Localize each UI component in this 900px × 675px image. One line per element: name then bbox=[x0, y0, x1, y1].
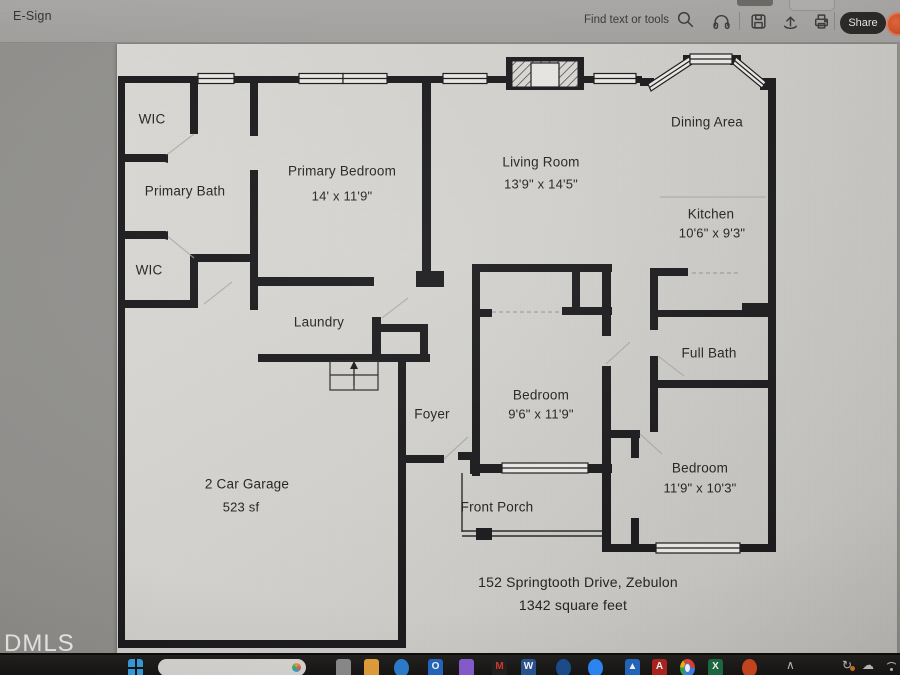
dmls-watermark: DMLS bbox=[4, 630, 75, 657]
room-label-wic-1: WIC bbox=[138, 111, 166, 127]
room-label-laundry: Laundry bbox=[293, 314, 345, 330]
print-icon[interactable] bbox=[812, 12, 831, 31]
task-view-icon[interactable] bbox=[336, 659, 351, 675]
outlook-icon[interactable]: O bbox=[428, 659, 443, 675]
search-bar-icon[interactable] bbox=[158, 659, 306, 675]
room-label-living-room: Living Room bbox=[502, 154, 580, 170]
room-label-dining-area: Dining Area bbox=[671, 114, 743, 130]
esign-menu[interactable]: E-Sign bbox=[13, 9, 52, 23]
room-label-garage: 2 Car Garage bbox=[204, 476, 290, 492]
room-dim-primary-bedroom: 14' x 11'9" bbox=[311, 188, 373, 204]
room-label-bedroom-2: Bedroom bbox=[671, 460, 729, 476]
wifi-icon[interactable] bbox=[884, 658, 898, 671]
room-label-wic-2: WIC bbox=[135, 262, 163, 278]
browser-extra-icon[interactable] bbox=[742, 659, 757, 675]
room-dim-living-room: 13'9" x 14'5" bbox=[504, 176, 578, 192]
toolbar-divider-2 bbox=[834, 12, 835, 30]
room-label-foyer: Foyer bbox=[414, 406, 450, 422]
room-dim-bedroom-2: 11'9" x 10'3" bbox=[663, 480, 737, 496]
window-tab-hint-2 bbox=[789, 0, 835, 11]
room-label-primary-bath: Primary Bath bbox=[144, 183, 226, 199]
room-label-full-bath: Full Bath bbox=[681, 345, 737, 361]
edge-icon[interactable] bbox=[394, 659, 409, 675]
avatar-badge[interactable] bbox=[886, 12, 900, 36]
excel-icon[interactable]: X bbox=[708, 659, 723, 675]
pdf-toolbar: E-Sign Find text or tools Share bbox=[0, 0, 900, 43]
zoom-icon[interactable] bbox=[588, 659, 603, 675]
room-dim-bedroom-1: 9'6" x 11'9" bbox=[508, 406, 574, 422]
acrobat-icon[interactable]: A bbox=[652, 659, 667, 675]
plan-address-line1: 152 Springtooth Drive, Zebulon bbox=[478, 574, 678, 590]
read-aloud-icon[interactable] bbox=[712, 12, 731, 31]
find-text-button[interactable]: Find text or tools bbox=[584, 10, 695, 29]
save-icon[interactable] bbox=[749, 12, 768, 31]
windows-start-icon[interactable] bbox=[128, 659, 143, 675]
designer-icon[interactable] bbox=[459, 659, 474, 675]
room-label-kitchen: Kitchen bbox=[687, 206, 735, 222]
window-tab-hint bbox=[737, 0, 773, 6]
room-label-primary-bedroom: Primary Bedroom bbox=[287, 163, 397, 179]
photos-icon[interactable]: ▲ bbox=[625, 659, 640, 675]
room-dim-kitchen: 10'6" x 9'3" bbox=[678, 225, 746, 241]
document-page bbox=[117, 44, 897, 653]
share-button[interactable]: Share bbox=[840, 12, 886, 34]
file-explorer-icon[interactable] bbox=[364, 659, 379, 675]
sync-icon[interactable]: ↻ bbox=[842, 658, 856, 672]
chrome-icon[interactable] bbox=[680, 659, 695, 675]
gmail-icon[interactable]: M bbox=[492, 659, 507, 675]
find-text-label: Find text or tools bbox=[583, 13, 669, 26]
word-icon[interactable]: W bbox=[521, 659, 536, 675]
toolbar-divider bbox=[739, 12, 740, 30]
plan-address-line2: 1342 square feet bbox=[518, 597, 628, 613]
room-label-bedroom-1: Bedroom bbox=[512, 387, 570, 403]
tray-expand-icon[interactable]: ∧ bbox=[786, 658, 795, 672]
upload-icon[interactable] bbox=[781, 12, 800, 31]
room-label-front-porch: Front Porch bbox=[460, 499, 534, 515]
room-dim-garage: 523 sf bbox=[222, 499, 260, 515]
search-icon[interactable] bbox=[676, 10, 695, 29]
dell-icon[interactable] bbox=[556, 659, 571, 675]
cloud-icon[interactable]: ☁ bbox=[862, 658, 874, 672]
